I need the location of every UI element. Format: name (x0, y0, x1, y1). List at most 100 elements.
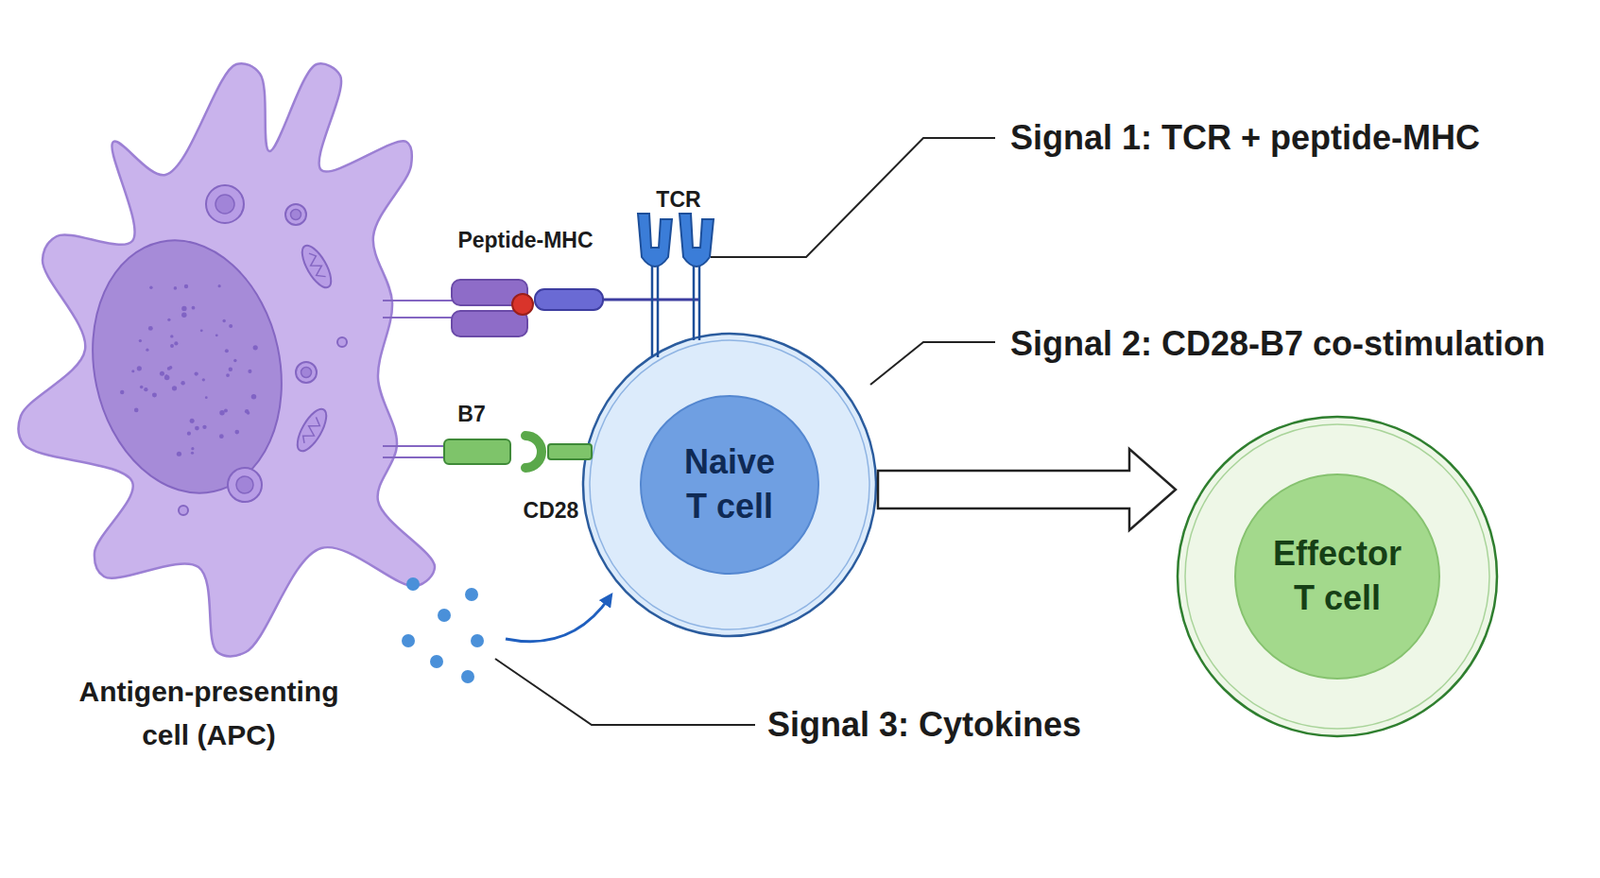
cytokine-dot (430, 654, 444, 669)
cell-label: Effector T cell (1266, 532, 1409, 621)
chromatin-dot (218, 284, 222, 288)
chromatin-dot (170, 334, 173, 338)
apc-cell: Antigen-presenting cell (APC) (9, 47, 454, 766)
naive-t-cell: Naive T cell (581, 331, 878, 638)
tcr-stem (692, 266, 696, 341)
organelle (295, 361, 317, 383)
membrane-ring (589, 340, 870, 630)
chromatin-dot (194, 426, 200, 431)
molecule-label: CD28 (523, 498, 580, 524)
peptide (512, 293, 534, 315)
cell-membrane (583, 333, 877, 637)
chromatin-dot (215, 333, 219, 337)
tcr-stem (651, 266, 654, 358)
chromatin-dot (247, 369, 252, 374)
leader-line (710, 137, 996, 258)
signal-label: Signal 3: Cytokines (767, 705, 1082, 745)
organelle (206, 185, 244, 224)
tcr-receptor (637, 213, 672, 267)
cytokine-dot (470, 634, 484, 648)
chromatin-dot (176, 451, 182, 457)
chromatin-dot (228, 367, 233, 372)
molecule-label: TCR (655, 187, 701, 213)
mitochondrion (292, 404, 332, 455)
chromatin-dot (224, 348, 229, 353)
chromatin-dot (164, 375, 171, 381)
cell-membrane (1177, 416, 1497, 737)
apc-membrane (17, 63, 435, 656)
chromatin-dot (184, 284, 189, 289)
cell-label: Antigen-presenting cell (APC) (62, 670, 356, 757)
chromatin-dot (159, 371, 165, 377)
chromatin-dot (173, 341, 178, 345)
molecule-label: B7 (457, 401, 485, 428)
mitochondrion-body (296, 240, 337, 292)
nucleus (69, 223, 305, 512)
chromatin-dot (200, 328, 204, 332)
chromatin-dot (143, 387, 148, 392)
chromatin-dot (219, 410, 224, 415)
tcr-receptor (679, 213, 714, 267)
chromatin-dot (205, 395, 208, 399)
cell-outline (581, 331, 878, 638)
chromatin-dot (173, 286, 178, 291)
mitochondrion (296, 240, 337, 292)
cytokine-dot (461, 670, 475, 684)
tcr-link (602, 298, 700, 302)
organelle (178, 505, 189, 516)
chromatin-dot (152, 393, 157, 398)
signal-label: Signal 2: CD28-B7 co-stimulation (1010, 324, 1546, 364)
cell-outline (1175, 414, 1499, 739)
nucleus (1235, 474, 1440, 679)
chromatin-dot (145, 348, 149, 352)
chromatin-dot (148, 326, 154, 331)
chromatin-dot (233, 359, 237, 362)
mitochondrion-cristae (305, 251, 328, 281)
process-arrow (877, 448, 1176, 531)
chromatin-dot (138, 339, 142, 343)
mitochondrion-cristae (300, 415, 324, 446)
chromatin-dot (225, 373, 230, 378)
tcr-stem (656, 266, 660, 358)
signal-label: Signal 1: TCR + peptide-MHC (1010, 118, 1480, 158)
chromatin-dot (120, 390, 124, 395)
cytokine-dot (437, 608, 451, 622)
organelle-core (291, 209, 302, 221)
chromatin-dot (181, 312, 187, 318)
chromatin-dot (219, 433, 224, 439)
chromatin-dot (170, 344, 174, 348)
cd28-receptor (525, 435, 542, 468)
tcr-stem (698, 266, 702, 341)
apc-group (17, 63, 435, 656)
chromatin-dot (181, 306, 187, 311)
chromatin-dot (234, 430, 240, 435)
cell-label: Naive T cell (672, 440, 787, 530)
organelle (337, 337, 347, 347)
chromatin-dot (194, 371, 199, 376)
chromatin-dot (139, 385, 144, 390)
chromatin-dot (187, 431, 191, 436)
chromatin-dot (172, 385, 177, 391)
chromatin-dot (189, 418, 195, 424)
b7-ligand (444, 439, 511, 465)
chromatin-dot (190, 451, 194, 455)
organelle-core (236, 476, 254, 494)
chromatin-dot (223, 409, 228, 413)
effector-t-cell: Effector T cell (1175, 414, 1499, 739)
tcr-contact-arm (534, 289, 603, 310)
mitochondrion-body (292, 404, 332, 455)
chromatin-dot (251, 394, 258, 400)
membrane-anchor (382, 445, 447, 448)
leader-line (870, 342, 996, 385)
membrane-ring (1185, 424, 1490, 729)
cell-outline (9, 47, 454, 766)
cytokine-arrow (505, 597, 610, 642)
chromatin-dot (253, 344, 259, 350)
chromatin-dot (180, 380, 185, 385)
cytokine-dot (464, 587, 479, 602)
chromatin-dot (134, 408, 139, 413)
chromatin-dot (222, 319, 225, 323)
chromatin-dot (190, 447, 194, 450)
chromatin-dot (202, 378, 206, 381)
